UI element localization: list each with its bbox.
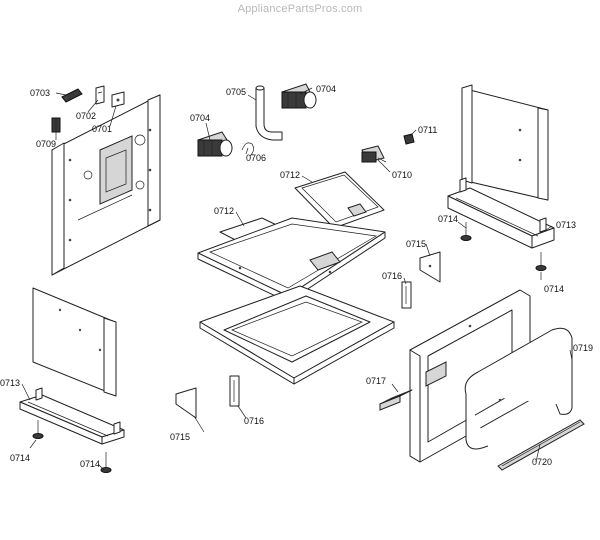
callout-0720: 0720 <box>532 457 552 467</box>
callout-0714-left-b: 0714 <box>80 459 100 469</box>
left-leveling-foot-a <box>32 420 44 439</box>
right-upper-side-panel <box>461 84 549 201</box>
bracket-0715-left <box>175 387 197 419</box>
door-seal-gasket-0719 <box>464 327 573 450</box>
rail-0717 <box>379 389 413 411</box>
callout-0714-right-b: 0714 <box>544 284 564 294</box>
callout-0705: 0705 <box>226 87 246 97</box>
callout-0717: 0717 <box>366 376 386 386</box>
part-0703-connector <box>61 88 83 103</box>
part-0702-bracket <box>95 85 105 105</box>
left-upper-side-panel <box>51 94 161 276</box>
callout-0713-left: 0713 <box>0 378 20 388</box>
watermark: AppliancePartsPros.com <box>237 3 363 15</box>
part-0710-relay <box>361 145 387 163</box>
fan-motor-right <box>281 83 317 109</box>
leader-lines <box>21 87 573 471</box>
oven-top-frame <box>197 217 386 303</box>
callout-0704-right: 0704 <box>316 84 336 94</box>
part-0701-plate <box>111 91 125 108</box>
callout-0711: 0711 <box>418 125 437 135</box>
right-leveling-foot-a <box>460 222 472 241</box>
part-0706-hose <box>241 142 254 157</box>
left-lower-side-panel <box>32 287 117 397</box>
left-base-rail <box>19 387 125 445</box>
callout-0716-left: 0716 <box>244 416 264 426</box>
rail-0720 <box>497 419 585 471</box>
callout-0715-right: 0715 <box>406 239 426 249</box>
callout-0716-right: 0716 <box>382 271 402 281</box>
callout-0710: 0710 <box>392 170 412 180</box>
callout-0712-lower: 0712 <box>214 206 234 216</box>
right-upper-base-rail <box>447 177 555 249</box>
part-0711-switch <box>403 133 415 145</box>
hinge-0716-right <box>401 281 412 309</box>
callout-0701: 0701 <box>92 124 112 134</box>
callout-0713-right: 0713 <box>556 220 576 230</box>
callout-0719: 0719 <box>573 343 593 353</box>
fan-motor-left <box>197 131 233 157</box>
air-duct-0705 <box>255 85 283 141</box>
hinge-0716-left <box>229 375 240 407</box>
part-0709-clip <box>51 117 61 133</box>
top-cover-panel <box>294 171 385 229</box>
callout-0703: 0703 <box>30 88 50 98</box>
callout-0704-left: 0704 <box>190 113 210 123</box>
callout-0715-left: 0715 <box>170 432 190 442</box>
bracket-0715-right <box>419 251 441 283</box>
callout-0706: 0706 <box>246 153 266 163</box>
callout-0712-upper: 0712 <box>280 170 300 180</box>
right-leveling-foot-b <box>535 252 547 271</box>
front-frame <box>409 289 531 463</box>
callout-0702: 0702 <box>76 111 96 121</box>
callouts: 0703 0709 0702 0701 0704 0705 0704 0706 … <box>0 84 593 469</box>
callout-0714-left-a: 0714 <box>10 453 30 463</box>
callout-0709: 0709 <box>36 139 56 149</box>
left-leveling-foot-b <box>100 452 112 473</box>
oven-bottom-frame <box>199 285 395 385</box>
callout-0714-right-a: 0714 <box>438 214 458 224</box>
